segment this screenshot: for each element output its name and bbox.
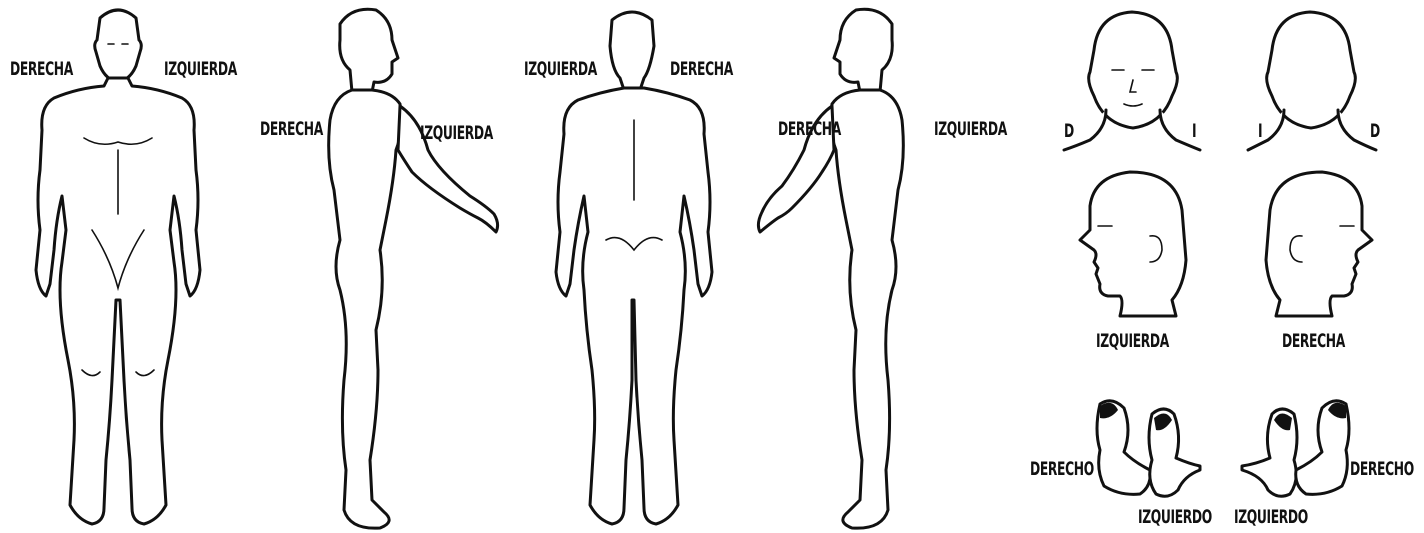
left-side-body-figure	[758, 9, 903, 528]
front-right-label: DERECHA	[10, 60, 73, 79]
side-left-left-label: IZQUIERDA	[934, 120, 1007, 139]
feet-left-pair	[1097, 401, 1200, 496]
head-front-left-label: I	[1192, 122, 1196, 141]
front-torso-legs	[36, 78, 200, 524]
head-back-left-label: I	[1258, 122, 1262, 141]
feet-right-left-label: IZQUIERDO	[1234, 508, 1308, 527]
side-left-right-label: DERECHA	[778, 120, 841, 139]
feet-right-right-label: DERECHO	[1350, 460, 1414, 479]
front-body-figure	[36, 10, 200, 524]
head-profile-right-outline	[1266, 172, 1372, 316]
side-right-left-label: IZQUIERDA	[420, 124, 493, 143]
back-body-figure	[556, 12, 712, 524]
side-left-body	[831, 90, 904, 528]
head-profile-left-label: IZQUIERDA	[1096, 332, 1169, 351]
head-front-figure	[1064, 12, 1200, 150]
side-right-head	[340, 9, 398, 92]
head-profile-right-figure	[1266, 172, 1372, 316]
head-profile-right-label: DERECHA	[1282, 332, 1345, 351]
feet-left-right-label: DERECHO	[1030, 460, 1094, 479]
feet-left-left-label: IZQUIERDO	[1138, 508, 1212, 527]
side-left-head	[834, 9, 892, 92]
back-right-label: DERECHA	[670, 60, 733, 79]
feet-right-pair	[1242, 401, 1349, 496]
side-right-body	[329, 90, 402, 528]
back-head	[610, 12, 654, 90]
back-left-label: IZQUIERDA	[524, 60, 597, 79]
head-back-figure	[1248, 12, 1376, 150]
right-side-body-figure	[329, 9, 498, 528]
front-left-label: IZQUIERDA	[164, 60, 237, 79]
head-front-right-label: D	[1064, 122, 1074, 141]
head-profile-left-outline	[1080, 172, 1186, 316]
head-back-outline	[1267, 12, 1356, 128]
head-back-right-label: D	[1370, 122, 1380, 141]
head-profile-left-figure	[1080, 172, 1186, 316]
side-right-right-label: DERECHA	[260, 120, 323, 139]
head-front-outline	[1089, 12, 1178, 128]
front-head	[95, 10, 142, 82]
